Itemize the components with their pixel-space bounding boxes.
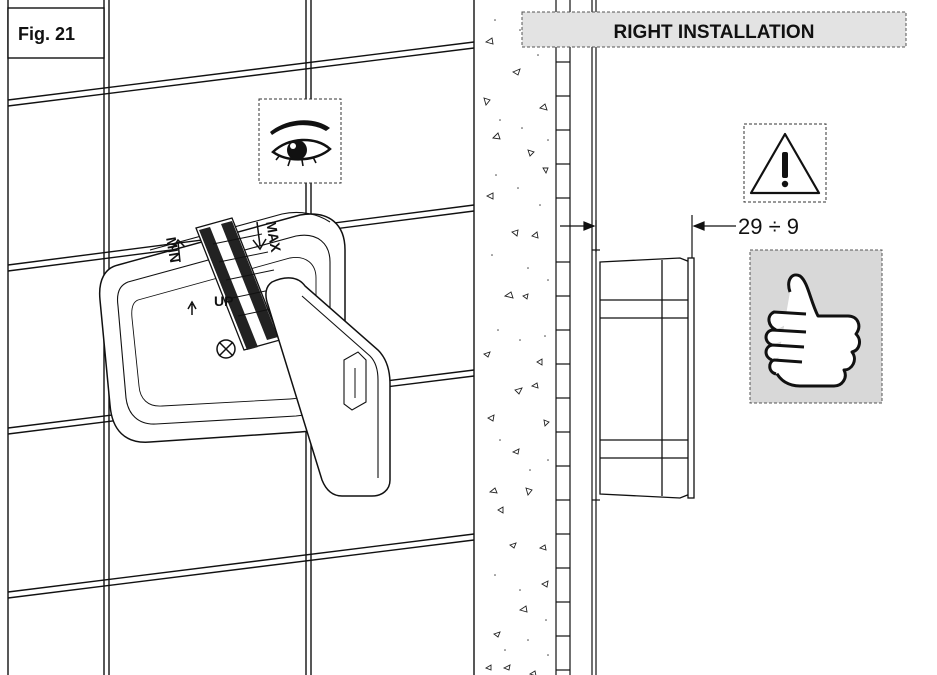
dimension-label: 29 ÷ 9 bbox=[738, 214, 799, 239]
dimension-lines bbox=[560, 215, 736, 258]
tile-column bbox=[556, 0, 600, 675]
mixer-lever bbox=[265, 277, 391, 497]
installation-title: RIGHT INSTALLATION bbox=[614, 22, 815, 43]
eye-icon bbox=[258, 98, 342, 184]
scale-up-label: UP bbox=[214, 293, 233, 309]
thumbs-up-icon bbox=[749, 249, 883, 404]
installation-title-box: RIGHT INSTALLATION bbox=[521, 11, 907, 48]
screw-icon bbox=[216, 339, 236, 359]
scale-max-label: MAX bbox=[263, 220, 284, 254]
scale-arrows bbox=[171, 221, 267, 315]
figure-label-box: Fig. 21 bbox=[7, 7, 105, 59]
figure-label: Fig. 21 bbox=[18, 24, 75, 44]
warning-triangle-icon bbox=[743, 123, 827, 203]
mixer-side-view bbox=[599, 257, 695, 499]
concrete-wall-section bbox=[478, 0, 557, 675]
mixer-body bbox=[98, 211, 346, 443]
